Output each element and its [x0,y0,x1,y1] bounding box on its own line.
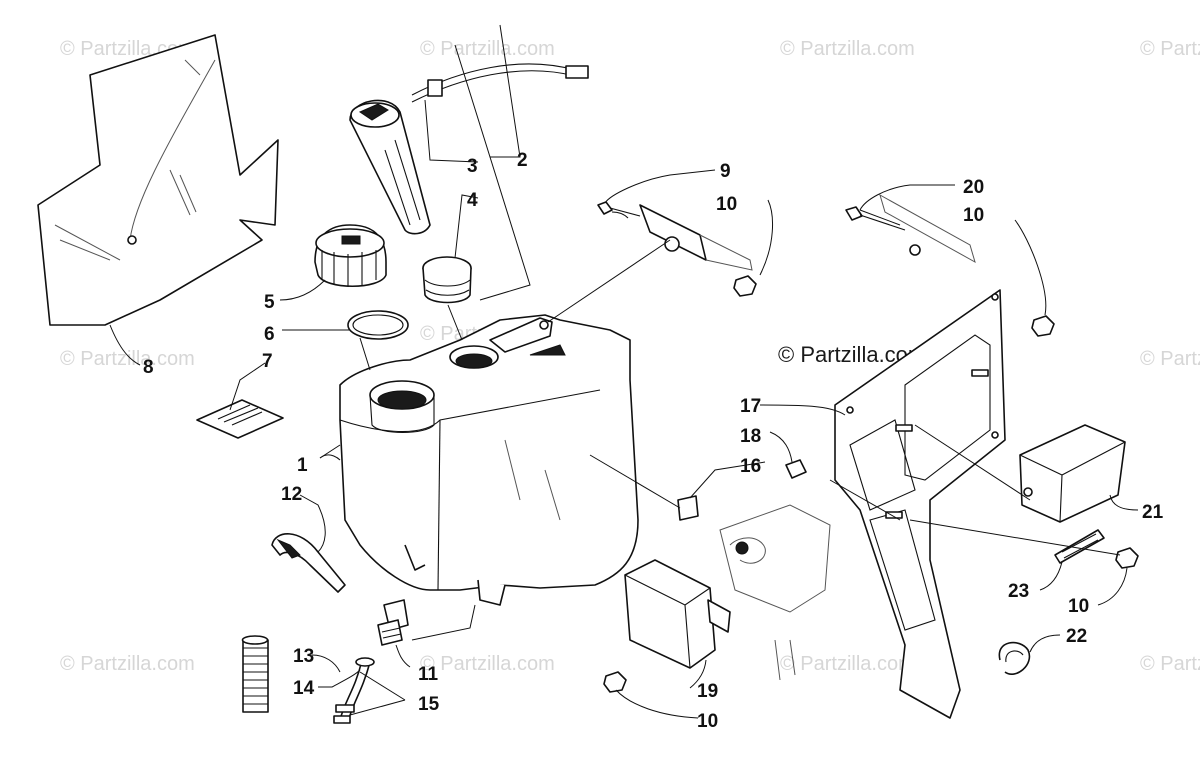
part-7-decal [196,399,284,439]
callout-7: 7 [262,351,273,372]
part-6-o-ring-inner [352,314,404,336]
leader-11 [411,604,476,641]
part-8-shield [37,34,279,326]
callout-14: 14 [293,678,315,699]
callout-2: 2 [517,150,528,171]
callout-8: 8 [143,357,154,378]
callout-6: 6 [264,324,275,345]
part-19-cover [624,559,731,669]
callout-4: 4 [467,190,478,211]
part-16-label [677,495,699,521]
part-5-fuel-cap [314,224,387,288]
callout-23: 23 [1008,581,1029,602]
callout-18: 18 [740,426,761,447]
callout-10-b: 10 [963,205,984,226]
part-22-clip [998,641,1031,675]
callout-11: 11 [418,664,439,685]
part-20-bracket [845,193,976,264]
callout-21: 21 [1142,502,1164,523]
callout-19: 19 [697,681,718,702]
watermark: © Partzilla.com [780,38,915,60]
callout-1: 1 [297,455,308,476]
part-6-o-ring [347,310,409,340]
watermark: © Partzilla.com [1140,348,1200,370]
watermark: © Partzilla.com [1140,38,1200,60]
part-10-nut-d [603,671,627,693]
watermark: © Partzilla.com [420,38,555,60]
callout-5: 5 [264,292,275,313]
part-12-strap [271,533,346,593]
part-4-neck [422,256,472,304]
part-23-label [1054,529,1105,564]
callout-labels: 1 2 3 4 5 6 7 8 9 10 20 10 17 18 16 12 2… [143,150,1164,732]
watermark: © Partzilla.com [780,653,915,675]
callout-13: 13 [293,646,314,667]
watermark: © Partzilla.com [420,653,555,675]
callout-22: 22 [1066,626,1087,647]
callout-3: 3 [467,156,478,177]
part-11-fitting [377,599,409,646]
callout-20: 20 [963,177,984,198]
watermark-layer: © Partzilla.com © Partzilla.com © Partzi… [60,38,1200,675]
callout-15: 15 [418,694,440,715]
part-14-spring [241,635,269,713]
watermark: © Partzilla.com [1140,653,1200,675]
part-18-spacer [785,459,807,479]
part-10-nut-b [1031,315,1055,337]
callout-10-a: 10 [716,194,737,215]
watermark: © Partzilla.com [60,348,195,370]
watermark: © Partzilla.com [60,653,195,675]
regulator-assembly [719,504,831,681]
part-13-hose [333,657,375,724]
leader-lines [109,24,1139,719]
callout-17: 17 [740,396,761,417]
part-21-module [1019,424,1126,523]
callout-12: 12 [281,484,302,505]
callout-16: 16 [740,456,761,477]
part-3-sender [349,63,589,235]
callout-10-c: 10 [1068,596,1089,617]
part-9-bracket [597,201,753,271]
callout-10-d: 10 [697,711,718,732]
part-17-plate [834,289,1006,719]
callout-9: 9 [720,161,731,182]
leader-2-bracket [454,44,531,301]
part-10-nut-a [733,275,757,297]
part-1-fuel-tank [339,314,639,606]
part-10-nut-c [1115,547,1139,569]
